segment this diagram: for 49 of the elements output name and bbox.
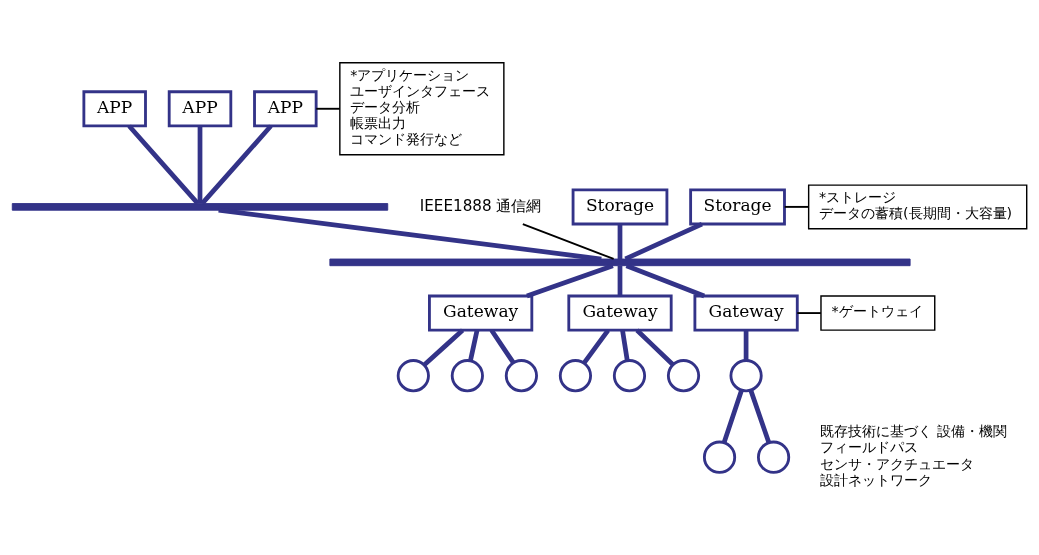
connector	[200, 124, 273, 205]
connector	[635, 328, 675, 366]
node-box: *アプリケーション ユーザインタフェース データ分析 帳票出力 コマンド発行など	[339, 61, 505, 155]
node-box: Storage	[689, 187, 786, 225]
label: 設計ネットワーク	[820, 471, 933, 488]
node-box: Gateway	[567, 294, 673, 332]
connector	[617, 223, 623, 259]
connector	[218, 207, 602, 261]
connector	[489, 328, 516, 364]
connector	[748, 388, 772, 443]
connector	[625, 263, 706, 298]
node-box: APP	[253, 89, 318, 127]
node-circle	[666, 358, 701, 392]
connector	[521, 222, 615, 260]
connector	[315, 107, 341, 110]
node-box: *ストレージ データの蓄積(長期間・大容量)	[807, 183, 1028, 229]
node-circle	[612, 358, 647, 392]
connector	[617, 265, 623, 296]
connector	[620, 329, 630, 361]
connector	[127, 123, 200, 205]
node-bar	[11, 202, 389, 211]
label: センサ・アクチュエータ	[820, 455, 975, 472]
node-circle	[757, 440, 791, 474]
node-text: IEEE1888 通信網	[419, 196, 542, 214]
node-bar	[329, 258, 911, 266]
connector	[422, 328, 465, 366]
node-box: APP	[82, 89, 147, 127]
node-box: Gateway	[428, 294, 534, 332]
connector	[796, 311, 822, 314]
connector	[783, 205, 810, 208]
node-box: APP	[167, 89, 233, 127]
connector	[468, 329, 480, 361]
connector	[526, 263, 614, 298]
node-circle	[702, 440, 737, 474]
node-circle	[729, 358, 763, 392]
node-circle	[558, 358, 592, 392]
node-circle	[450, 358, 484, 392]
label: フィールドパス	[820, 438, 919, 455]
label: 既存技術に基づく 設備・機関	[820, 422, 1007, 439]
node-box: *ゲートウェイ	[820, 294, 936, 331]
node-box: Storage	[571, 187, 669, 225]
connector	[197, 125, 203, 203]
connector	[721, 389, 744, 443]
connector	[624, 221, 703, 261]
node-box: Gateway	[693, 294, 799, 332]
node-circle	[504, 358, 538, 392]
node-circle	[396, 358, 430, 392]
connector	[743, 329, 749, 360]
connector	[582, 328, 610, 364]
